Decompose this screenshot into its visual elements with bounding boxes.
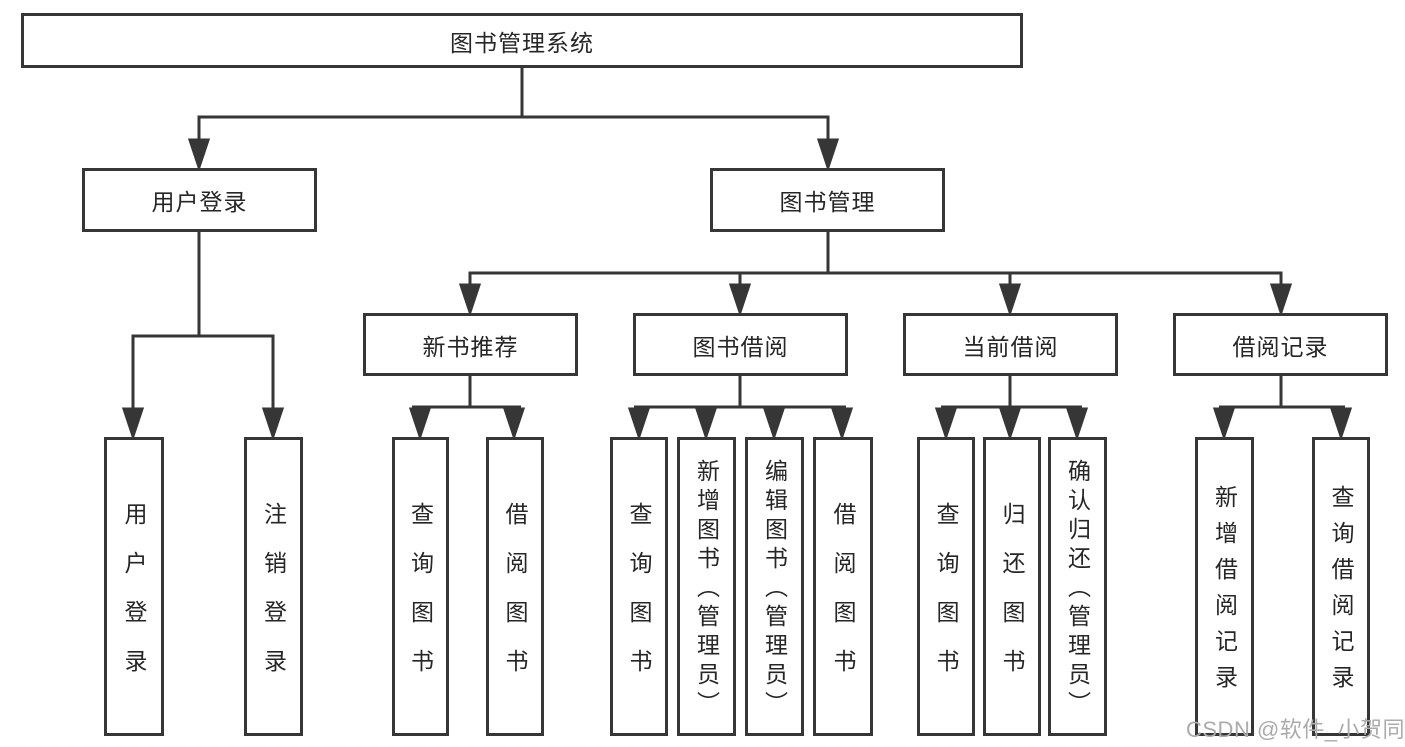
node-current-borrowing: 当前借阅: [903, 313, 1118, 376]
node-user-login: 用户登录: [82, 168, 317, 232]
leaf-query-books-recommend: 查询图书: [392, 437, 449, 736]
node-label: 借阅图书: [830, 501, 856, 698]
leaf-add-borrow-record: 新增借阅记录: [1195, 437, 1254, 736]
node-label: 图书借阅: [692, 333, 789, 360]
node-label: 新书推荐: [422, 333, 519, 360]
node-label: 图书管理: [779, 189, 876, 215]
leaf-user-login: 用户登录: [104, 437, 164, 736]
leaf-query-books-current: 查询图书: [917, 437, 975, 736]
leaf-add-books-admin: 新增图书（管理员）: [677, 437, 736, 736]
leaf-edit-books-admin: 编辑图书（管理员）: [745, 437, 804, 736]
node-label: 查询借阅记录: [1328, 485, 1354, 701]
leaf-borrow-books-borrowing: 借阅图书: [813, 437, 873, 736]
node-label: 查询图书: [407, 501, 434, 698]
leaf-logout: 注销登录: [244, 437, 303, 736]
node-new-book-recommend: 新书推荐: [363, 313, 578, 376]
node-library-system: 图书管理系统: [21, 13, 1023, 68]
node-label: 确认归还（管理员）: [1064, 459, 1091, 720]
leaf-query-borrow-record: 查询借阅记录: [1312, 437, 1370, 736]
node-label: 注销登录: [260, 501, 287, 698]
node-label: 新增借阅记录: [1211, 485, 1238, 701]
node-label: 借阅记录: [1232, 333, 1329, 360]
leaf-return-books: 归还图书: [983, 437, 1041, 736]
node-label: 新增图书（管理员）: [693, 459, 720, 720]
leaf-borrow-books-recommend: 借阅图书: [486, 437, 544, 736]
node-book-management: 图书管理: [710, 168, 945, 232]
node-label: 借阅图书: [502, 501, 528, 698]
node-label: 用户登录: [151, 189, 248, 215]
watermark-text: CSDN @软件_小贺同学: [1186, 717, 1405, 742]
node-label: 当前借阅: [962, 333, 1059, 360]
node-label: 图书管理系统: [450, 29, 594, 56]
node-label: 用户登录: [121, 501, 147, 698]
node-label: 归还图书: [999, 501, 1025, 698]
node-borrowing-records: 借阅记录: [1173, 313, 1388, 376]
node-book-borrowing: 图书借阅: [633, 313, 848, 376]
leaf-confirm-return-admin: 确认归还（管理员）: [1048, 437, 1107, 736]
node-label: 查询图书: [626, 501, 652, 698]
leaf-query-books-borrowing: 查询图书: [610, 437, 668, 736]
node-label: 编辑图书（管理员）: [761, 459, 788, 720]
node-label: 查询图书: [933, 501, 959, 698]
